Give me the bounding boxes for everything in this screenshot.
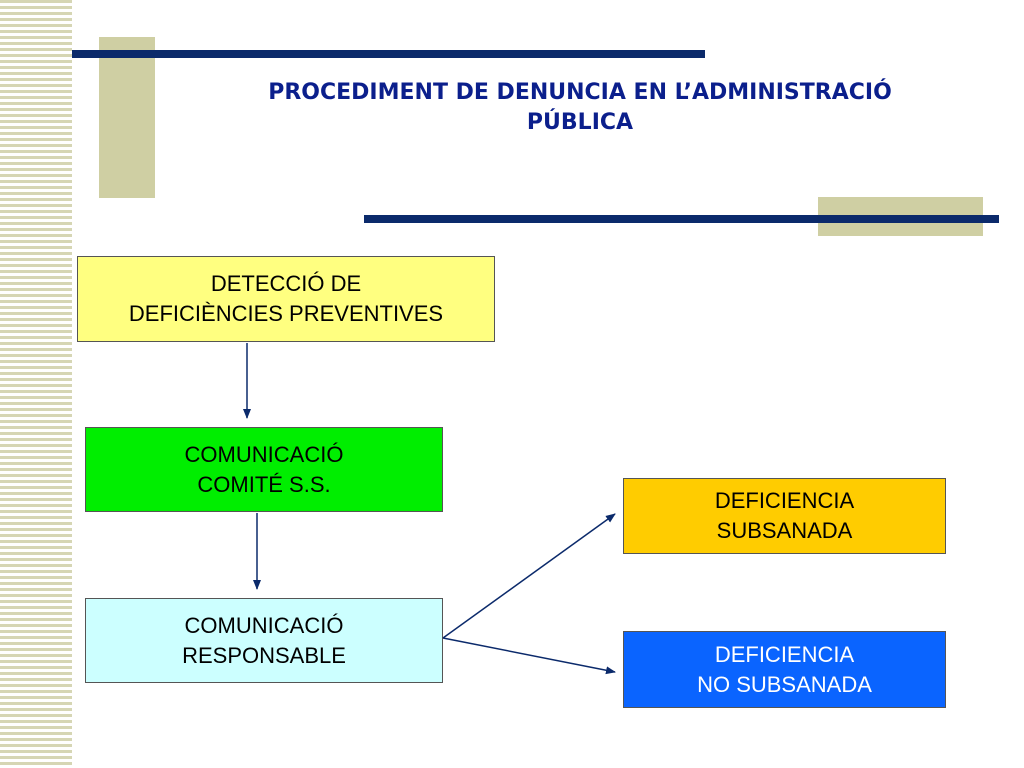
node-committee-line1: COMUNICACIÓ xyxy=(184,441,344,467)
node-detection-line1: DETECCIÓ DE xyxy=(210,271,362,296)
decorative-bar-top xyxy=(72,50,705,58)
node-resolved-line2: SUBSANADA xyxy=(716,518,853,543)
node-responsible-line1: COMUNICACIÓ xyxy=(184,612,344,638)
arrow-responsible-to-unresolved xyxy=(442,637,616,675)
node-detection-line2: DEFICIÈNCIES PREVENTIVES xyxy=(128,301,444,326)
slide-title-line1: PROCEDIMENT DE DENUNCIA EN L’ADMINISTRAC… xyxy=(268,80,892,105)
slide-title: PROCEDIMENT DE DENUNCIA EN L’ADMINISTRAC… xyxy=(160,78,1000,138)
node-unresolved: DEFICIENCIA NO SUBSANADA xyxy=(623,631,946,708)
decorative-rect-top-left xyxy=(99,37,155,198)
arrow-responsible-to-resolved xyxy=(442,513,616,639)
decorative-bar-middle xyxy=(364,215,999,223)
node-committee-line2: COMITÉ S.S. xyxy=(197,471,331,497)
node-responsible: COMUNICACIÓ RESPONSABLE xyxy=(85,598,443,683)
node-unresolved-line1: DEFICIENCIA xyxy=(714,641,855,667)
decorative-stripe-strip xyxy=(0,0,72,768)
node-unresolved-line2: NO SUBSANADA xyxy=(697,671,872,697)
node-detection: DETECCIÓ DE DEFICIÈNCIES PREVENTIVES xyxy=(77,256,495,342)
node-committee: COMUNICACIÓ COMITÉ S.S. xyxy=(85,427,443,512)
node-responsible-line2: RESPONSABLE xyxy=(182,642,346,668)
node-resolved: DEFICIENCIA SUBSANADA xyxy=(623,478,946,554)
node-resolved-line1: DEFICIENCIA xyxy=(714,488,855,513)
slide-title-line2: PÚBLICA xyxy=(526,110,634,135)
